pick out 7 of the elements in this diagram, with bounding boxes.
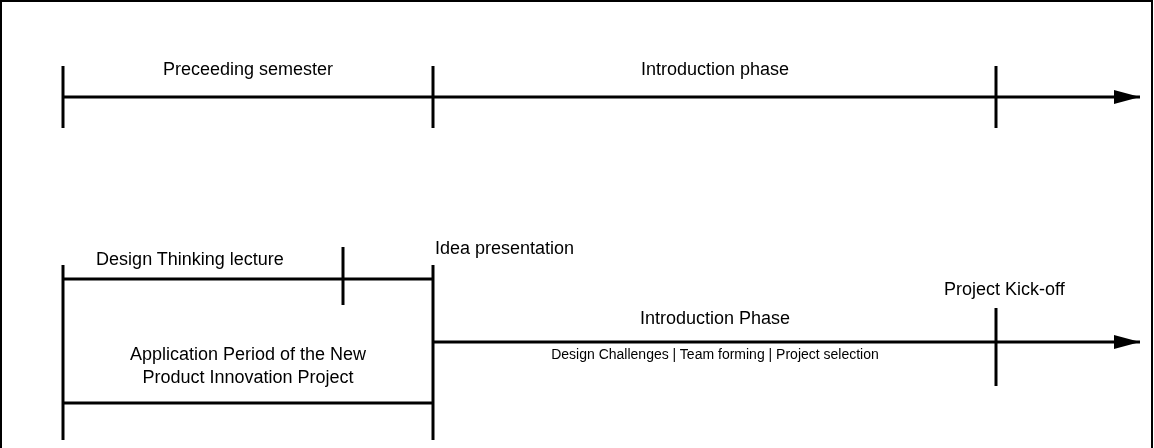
period-label: Introduction Phase bbox=[639, 307, 791, 330]
period-label: Introduction phase bbox=[640, 58, 790, 81]
milestone-label: Idea presentation bbox=[435, 237, 575, 260]
period-label: Preceeding semester bbox=[162, 58, 334, 81]
period-label: Design Thinking lecture bbox=[96, 248, 284, 271]
activity-list: Design Challenges | Team forming | Project selection bbox=[551, 346, 879, 364]
milestone-label: Project Kick-off bbox=[944, 278, 1065, 301]
